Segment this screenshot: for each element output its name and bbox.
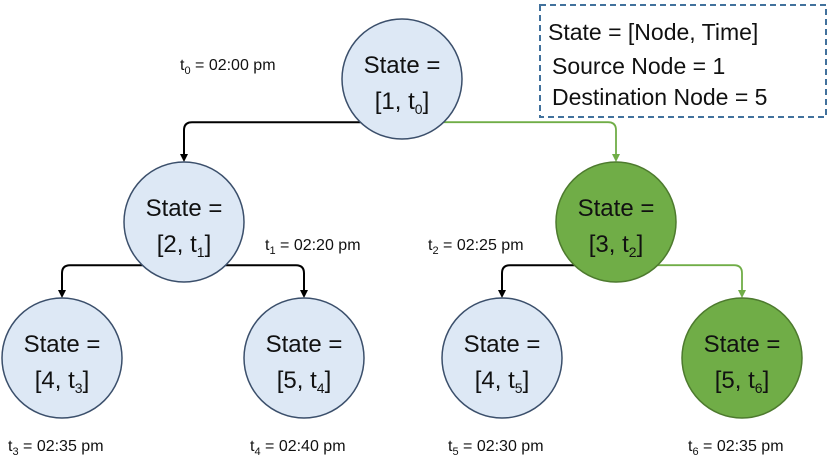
- edge-n2-to-n4a: [58, 264, 143, 298]
- state-node-title: State =: [146, 195, 223, 222]
- state-node-n5b: State = [5, t6]: [681, 297, 803, 419]
- state-node-title: State =: [464, 331, 541, 358]
- edge-n2-to-n5a: [225, 264, 308, 298]
- state-node-circle: [243, 297, 365, 419]
- time-label-t3: t3 = 02:35 pm: [8, 438, 104, 458]
- state-node-value: [4, t3]: [35, 367, 90, 396]
- legend-box: State = [Node, Time] Source Node = 1 Des…: [539, 4, 827, 118]
- state-node-title: State =: [266, 331, 343, 358]
- state-node-circle: [555, 161, 677, 283]
- time-label-t2: t2 = 02:25 pm: [428, 237, 524, 257]
- state-node-n4a: State = [4, t3]: [1, 297, 123, 419]
- edge-n1-to-n3: [443, 121, 620, 162]
- state-node-title: State =: [704, 331, 781, 358]
- state-node-n2: State = [2, t1]: [123, 161, 245, 283]
- state-node-circle: [441, 297, 563, 419]
- state-node-value: [1, t0]: [375, 88, 430, 117]
- time-label-t1: t1 = 02:20 pm: [265, 237, 361, 257]
- state-node-value: [4, t5]: [475, 367, 530, 396]
- edges-layer: [58, 121, 746, 298]
- state-node-n1: State = [1, t0]: [341, 18, 463, 140]
- legend-line-source: Source Node = 1: [552, 53, 725, 79]
- state-node-title: State =: [578, 195, 655, 222]
- state-node-n4b: State = [4, t5]: [441, 297, 563, 419]
- state-node-n5a: State = [5, t4]: [243, 297, 365, 419]
- state-node-circle: [341, 18, 463, 140]
- state-node-title: State =: [24, 331, 101, 358]
- state-node-value: [3, t2]: [589, 231, 644, 260]
- edge-n3-to-n4b: [498, 264, 575, 298]
- state-node-circle: [123, 161, 245, 283]
- state-node-title: State =: [364, 52, 441, 79]
- nodes-layer: State = [1, t0] State = [2, t1] State = [3, t…: [1, 18, 803, 419]
- state-node-value: [2, t1]: [157, 231, 212, 260]
- state-node-n3: State = [3, t2]: [555, 161, 677, 283]
- time-label-t6: t6 = 02:35 pm: [688, 438, 784, 458]
- time-labels-layer: t0 = 02:00 pm t1 = 02:20 pm t2 = 02:25 pm t…: [8, 57, 784, 458]
- state-node-circle: [681, 297, 803, 419]
- state-node-value: [5, t4]: [277, 367, 332, 396]
- legend-line-destination: Destination Node = 5: [552, 84, 767, 110]
- time-label-t4: t4 = 02:40 pm: [250, 438, 346, 458]
- edge-n3-to-n5b: [657, 264, 746, 298]
- time-label-t0: t0 = 02:00 pm: [180, 57, 276, 77]
- time-label-t5: t5 = 02:30 pm: [448, 438, 544, 458]
- legend-border: [539, 4, 827, 118]
- edge-n1-to-n2: [180, 121, 361, 162]
- state-node-value: [5, t6]: [715, 367, 770, 396]
- legend-line-state: State = [Node, Time]: [548, 19, 758, 45]
- state-node-circle: [1, 297, 123, 419]
